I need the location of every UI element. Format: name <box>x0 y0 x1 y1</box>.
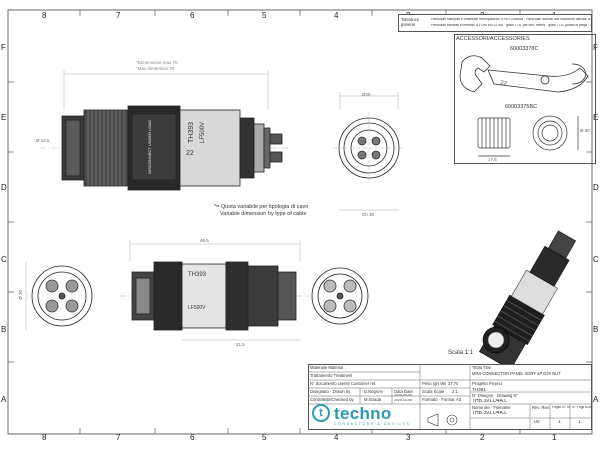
tb-sheet-value: 1 <box>558 420 561 425</box>
connector-marking: TH393 <box>188 272 207 278</box>
tolerance-line: Particolari tranciati in metallo: A1 UNI… <box>431 24 591 27</box>
dim-label: 46,5 <box>200 238 209 243</box>
tb-drawn-value: D.Negroni <box>364 390 383 394</box>
col-label: 5 <box>262 11 267 20</box>
tb-date1-value: 2020-09-30 <box>394 394 412 397</box>
tolerance-line: Particolari stampati in materiale termop… <box>431 18 591 21</box>
note-en: Variable dimension by type of cable <box>220 211 307 217</box>
tb-filename-label: Nome file · Filename <box>472 406 511 410</box>
tb-scale-label: Scala Scale <box>422 390 445 394</box>
tb-weight-label: Peso (gr) Weight <box>422 382 446 386</box>
col-label: 2 <box>480 433 485 442</box>
tb-sheets-value: 1 <box>578 420 581 425</box>
col-label: 7 <box>116 433 121 442</box>
tolerance-label: Tolerance general <box>401 18 420 27</box>
title-block <box>308 364 592 430</box>
accessory-part-number: 60003375BC <box>505 104 538 110</box>
logo-text: techno <box>334 404 392 423</box>
tb-date2-value: 2020-10-05 <box>394 399 412 402</box>
row-label: A <box>1 395 7 404</box>
techno-logo: t techno CONNECTORS & DEVICES <box>312 402 418 428</box>
row-label: D <box>593 183 599 192</box>
tb-format-value: A3 <box>456 398 462 402</box>
dim-label: 21,5 <box>236 342 245 347</box>
col-label: 4 <box>334 433 339 442</box>
row-label: C <box>593 255 599 264</box>
tolerance-block: Tolerance general Particolari stampati i… <box>398 14 592 32</box>
col-label: 5 <box>262 433 267 442</box>
note-it: *= Quota variabile per tipologia di cavo <box>214 204 309 210</box>
tb-drawing-no-label: N° Disegno · Drawing N° <box>472 394 519 398</box>
connector-marking: 22 <box>186 150 194 157</box>
col-label: 1 <box>552 433 557 442</box>
accessories-title: ACCESSORI/ACCESSORIES <box>456 36 530 42</box>
col-label: 7 <box>116 11 121 20</box>
tb-material-label: Materiale Material <box>310 366 344 370</box>
col-label: 6 <box>190 433 195 442</box>
tb-title-value: MINI-CONNECTOR PANEL 3ORY 4P D20 NUT <box>472 372 561 376</box>
row-label: E <box>1 113 7 122</box>
col-label: 3 <box>406 433 411 442</box>
tb-treatment-label: Trattamento Treatment <box>310 374 353 378</box>
tb-rev-label: Rev. Rev. <box>532 406 550 410</box>
tb-drawing-no-value: THB.391.D4A.L <box>472 399 508 404</box>
row-label: B <box>1 325 7 334</box>
dim-label: Ø 30 <box>580 128 590 133</box>
tb-filename-value: THB.391.D4A.L <box>472 411 508 416</box>
tb-drawn-label: Disegnato · Drawn by <box>310 390 351 394</box>
tb-title-label: Titolo Title <box>472 366 491 370</box>
tb-checked-value: M.Strada <box>364 398 381 402</box>
dim-label: Ø 14,5 <box>36 138 50 143</box>
col-label: 8 <box>42 433 47 442</box>
tb-rev-value: 00 <box>534 420 540 425</box>
scale-label: Scala 1:1 <box>448 350 474 356</box>
dim-label: Ch 30 <box>362 212 375 217</box>
tb-customer-ref-label: N° documento cliente Customer ref. <box>310 382 377 386</box>
connector-marking: LF500V <box>188 305 206 311</box>
tb-weight-value: 37.70 <box>448 382 459 386</box>
accessory-part-number: 60003378C <box>510 46 539 52</box>
tb-project-label: Progetto Project <box>472 382 503 386</box>
dim-label: Ø25 <box>362 92 371 97</box>
dim-max-it: *Dimensione max 70 <box>136 60 178 65</box>
row-label: C <box>1 255 7 264</box>
col-label: 4 <box>334 11 339 20</box>
row-label: A <box>593 395 599 404</box>
tb-checked-label: Controllato/Checked by <box>310 398 354 402</box>
svg-text:22: 22 <box>500 80 508 87</box>
col-label: 8 <box>42 11 47 20</box>
row-label: D <box>1 183 7 192</box>
tb-project-value: TH391 <box>472 387 486 392</box>
accessories-box <box>454 34 596 164</box>
tb-date-label: Data Date <box>394 390 413 394</box>
row-label: F <box>1 43 6 52</box>
tb-sheets-label: N° Fogli N.of sheets <box>572 406 591 409</box>
tb-scale-value: 2:1 <box>452 390 458 394</box>
row-label: B <box>593 325 599 334</box>
tb-format-label: Formato · Format <box>422 398 455 402</box>
dim-label: 17,5 <box>488 157 497 162</box>
col-label: 6 <box>190 11 195 20</box>
tb-sheet-label: Foglio N° Sheet N° <box>552 406 570 409</box>
dim-max-en: *Max dimension 70 <box>136 66 175 71</box>
logo-subtext: CONNECTORS & DEVICES <box>334 422 411 426</box>
logo-icon: t <box>312 404 330 422</box>
